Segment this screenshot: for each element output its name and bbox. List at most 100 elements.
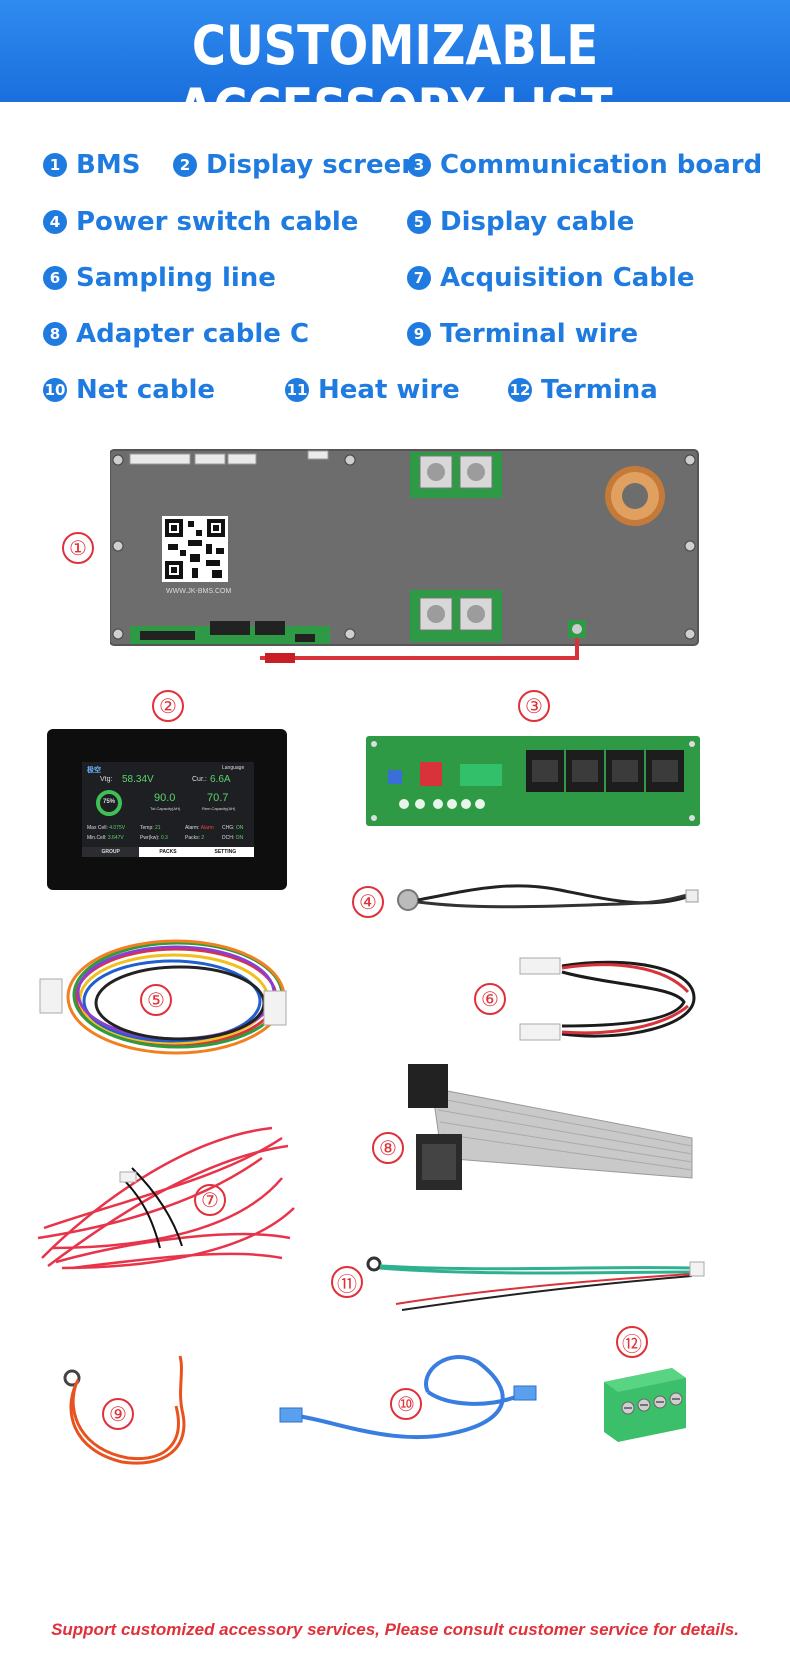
alarm-row: Alarm: Alarm [185,825,214,831]
min-cell-row: Min.Cell: 3.647V [87,835,124,841]
max-cell-value: 4.075V [109,825,126,831]
accessory-label: Acquisition Cable [440,263,695,293]
accessory-item-11: 11 Heat wire [285,375,460,405]
callout-7: ⑦ [194,1184,226,1216]
display-screen-image: 极空 Language Vtg: 58.34V Cur.: 6.6A 75% 9… [47,729,287,890]
accessory-label: Net cable [76,375,215,405]
chg-label: CHG: [222,825,235,831]
callout-10: ⑩ [390,1388,422,1420]
accessory-item-7: 7 Acquisition Cable [407,263,695,293]
soc-value: 75% [102,799,115,805]
dch-label: DCH: [222,835,235,841]
language-label: Language [222,765,245,771]
accessory-label: BMS [76,150,141,180]
accessory-label: Display cable [440,207,635,237]
brand-label: 极空 [87,767,101,774]
screen-tab-group[interactable]: GROUP [101,849,120,855]
vtg-label: Vtg: [100,776,113,783]
number-badge: 10 [43,378,67,402]
bms-url: WWW.JK-BMS.COM [166,588,231,595]
terminal-block-image [604,1368,686,1442]
footer-note: Support customized accessory services, P… [51,1620,739,1639]
max-cell-row: Max Cell: 4.075V [87,825,125,831]
accessory-item-9: 9 Terminal wire [407,319,638,349]
min-cell-label: Min.Cell: [87,835,107,841]
dch-value: ON [235,835,244,841]
callout-8: ⑧ [372,1132,404,1164]
cur-value: 6.6A [210,774,231,785]
chg-value: ON [235,825,244,831]
pwr-label: Pwr(kw): [140,835,160,841]
vtg-value: 58.34V [122,774,154,785]
temp-value: 21 [155,825,161,831]
accessory-label: Adapter cable C [76,319,310,349]
header-banner: CUSTOMIZABLE ACCESSORY LIST [0,0,790,140]
alarm-value: Alarm [200,825,214,831]
pwr-row: Pwr(kw): 0.3 [140,835,168,841]
callout-12: ⑫ [616,1326,648,1358]
cur-label: Cur.: [192,776,207,783]
net-cable-image [279,1355,537,1440]
pwr-value: 0.3 [160,835,168,841]
callout-1: ① [62,532,94,564]
packs-value: 2 [201,835,205,841]
number-badge: 2 [173,153,197,177]
accessory-label: Sampling line [76,263,276,293]
accessory-label: Display screen [206,150,420,180]
accessory-item-8: 8 Adapter cable C [43,319,309,349]
chg-row: CHG: ON [222,825,243,831]
min-cell-value: 3.647V [107,835,124,841]
heat-wire-image [366,1256,705,1311]
rem-capacity-label: Rem.Capacity(AH) [202,806,236,811]
number-badge: 11 [285,378,309,402]
callout-4: ④ [352,886,384,918]
dch-row: DCH: ON [222,835,243,841]
max-cell-label: Max Cell: [87,825,108,831]
callout-5: ⑤ [140,984,172,1016]
number-badge: 8 [43,322,67,346]
number-badge: 5 [407,210,431,234]
accessory-label: Terminal wire [440,319,639,349]
accessory-item-3: 3 Communication board [407,150,762,180]
packs-label: Packs: [185,835,201,841]
qr-code [162,516,228,582]
adapter-cable-image [408,1064,693,1190]
accessory-item-1: 1 BMS [43,150,140,180]
alarm-label: Alarm: [185,825,200,831]
tot-capacity-label: Tot.Capacity(AH) [150,806,181,811]
sampling-line-image [519,957,696,1041]
accessory-label: Heat wire [318,375,460,405]
acquisition-cable-image [37,1126,295,1270]
number-badge: 3 [407,153,431,177]
accessory-item-12: 12 Termina [508,375,658,405]
tot-capacity: 90.0 [154,792,176,804]
rem-capacity: 70.7 [207,792,229,804]
accessory-item-5: 5 Display cable [407,207,634,237]
terminal-wire-image [63,1355,186,1465]
number-badge: 9 [407,322,431,346]
accessory-label: Power switch cable [76,207,359,237]
screen-tab-setting[interactable]: SETTING [196,847,254,857]
accessory-item-2: 2 Display screen [173,150,420,180]
callout-9: ⑨ [102,1398,134,1430]
callout-2: ② [152,690,184,722]
soc-ring [96,790,122,816]
callout-11: ⑪ [331,1266,363,1298]
accessory-item-4: 4 Power switch cable [43,207,358,237]
bms-board-image: WWW.JK-BMS.COM [110,449,699,663]
display-cable-image [39,939,287,1055]
accessory-label: Communication board [440,150,763,180]
packs-row: Packs: 2 [185,835,204,841]
screen-panel: 极空 Language Vtg: 58.34V Cur.: 6.6A 75% 9… [82,762,254,857]
temp-label: Temp: [140,825,154,831]
accessory-label: Termina [541,375,658,405]
screen-tab-bar: GROUP PACKS SETTING [82,847,254,857]
screen-tab-packs[interactable]: PACKS [139,847,197,857]
communication-board-image [366,736,700,826]
number-badge: 4 [43,210,67,234]
page-title: CUSTOMIZABLE ACCESSORY LIST [177,14,613,140]
number-badge: 12 [508,378,532,402]
callout-3: ③ [518,690,550,722]
number-badge: 7 [407,266,431,290]
callout-6: ⑥ [474,983,506,1015]
